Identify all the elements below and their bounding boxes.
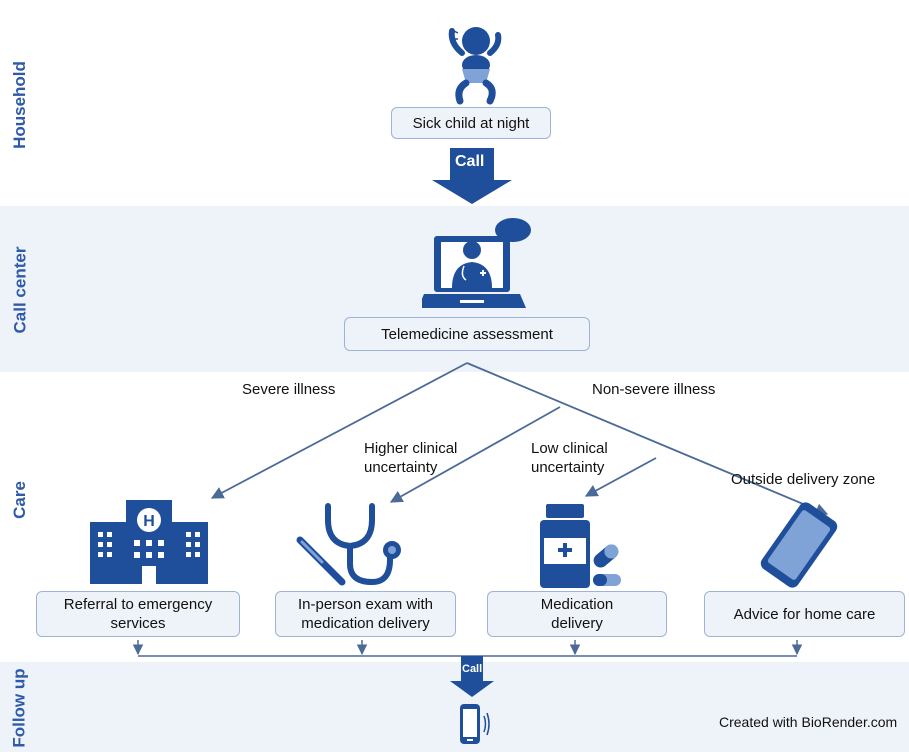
referral-line1: Referral to emergency: [63, 596, 213, 613]
medication-delivery-box: Medication delivery: [487, 591, 667, 637]
telemedicine-box: Telemedicine assessment: [344, 317, 590, 351]
laptop-doctor-icon: [422, 218, 531, 308]
thermometer-icon: [296, 536, 346, 586]
medication-line1: Medication: [540, 596, 614, 613]
severe-branch-line: [210, 362, 468, 499]
inperson-line1: In-person exam with: [297, 596, 434, 613]
low-uncertainty-line: [584, 457, 657, 497]
inperson-line2: medication delivery: [301, 615, 430, 632]
vibrating-phone-icon: [460, 704, 490, 744]
medicine-bottle-icon: [540, 504, 621, 588]
telemedicine-label: Telemedicine assessment: [381, 325, 553, 343]
pill-icon: [593, 544, 621, 586]
followup-call-arrow-shape: [450, 656, 494, 697]
sick-child-box: Sick child at night: [391, 107, 551, 139]
low-uncertainty-line2: uncertainty: [531, 459, 605, 476]
follow-up-section: [0, 662, 909, 752]
low-uncertainty-label: Low clinical uncertainty: [531, 439, 608, 477]
medication-line2: delivery: [551, 615, 603, 632]
referral-line2: services: [110, 615, 166, 632]
higher-uncertainty-line1: Higher clinical: [364, 440, 458, 457]
higher-uncertainty-line: [389, 406, 561, 503]
sick-child-label: Sick child at night: [412, 114, 530, 132]
followup-call-label: Call: [462, 663, 483, 675]
call-arrow-label: Call: [455, 153, 485, 170]
baby-icon: [438, 7, 502, 105]
nonsevere-branch-line: [466, 362, 829, 516]
biorender-credit: Created with BioRender.com: [719, 714, 898, 730]
non-severe-illness-label: Non-severe illness: [592, 381, 716, 398]
referral-box: Referral to emergency services: [36, 591, 240, 637]
low-uncertainty-line1: Low clinical: [531, 440, 608, 457]
svg-text:H: H: [143, 513, 155, 530]
advice-label: Advice for home care: [733, 605, 876, 623]
hospital-icon: H: [90, 500, 208, 584]
advice-box: Advice for home care: [704, 591, 905, 637]
stethoscope-icon: [296, 503, 401, 586]
call-arrow-shape: [432, 148, 512, 204]
outside-delivery-label: Outside delivery zone: [731, 471, 876, 488]
moon-icon: [438, 7, 458, 33]
inperson-exam-box: In-person exam with medication delivery: [275, 591, 456, 637]
severe-illness-label: Severe illness: [242, 381, 336, 398]
smartphone-icon: [760, 502, 838, 588]
higher-uncertainty-line2: uncertainty: [364, 459, 438, 476]
higher-uncertainty-label: Higher clinical uncertainty: [364, 439, 457, 477]
